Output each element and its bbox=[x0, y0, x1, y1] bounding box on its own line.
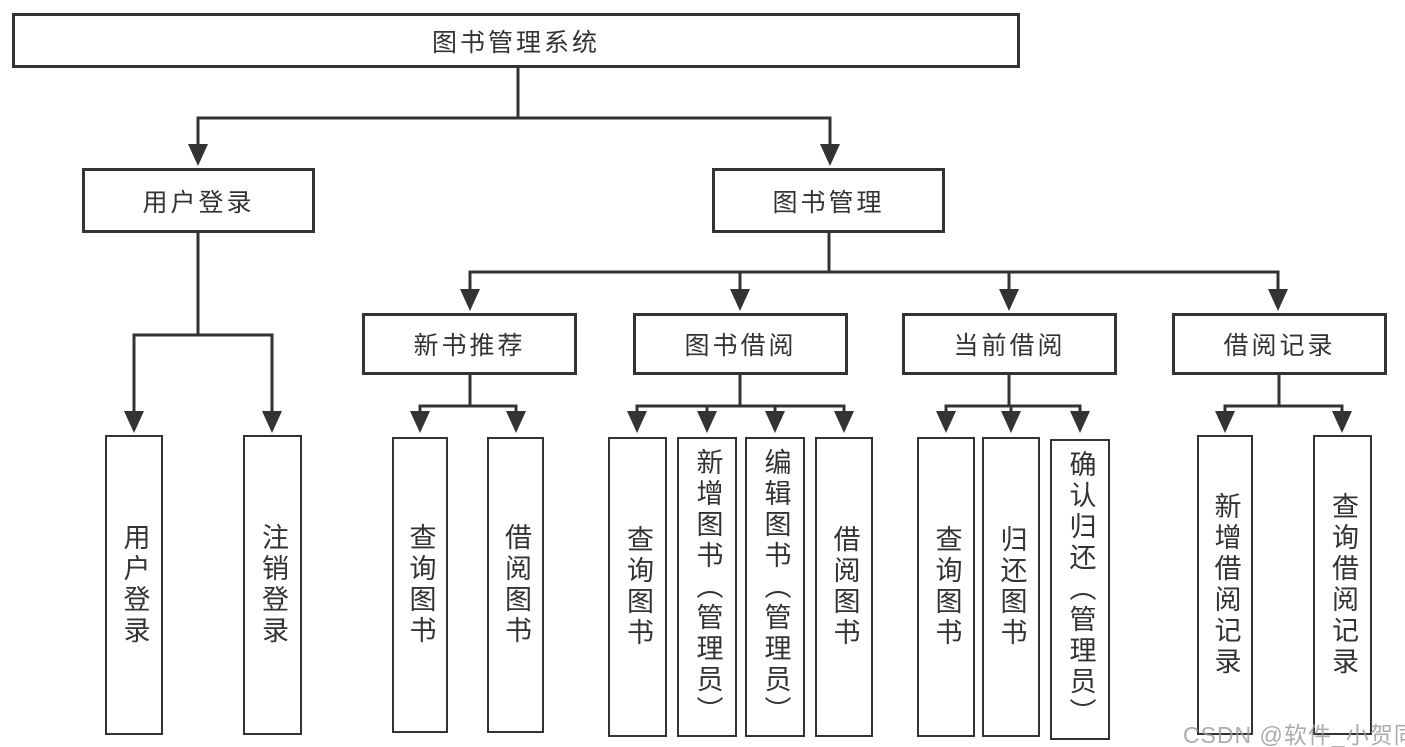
node-label: 查询图书 bbox=[623, 525, 653, 649]
node-label: 归还图书 bbox=[996, 525, 1027, 649]
node-leaf-borrow-books-1: 借阅图书 bbox=[487, 437, 544, 733]
node-leaf-user-login: 用户登录 bbox=[105, 435, 163, 735]
node-label: 借阅图书 bbox=[829, 525, 860, 649]
node-leaf-query-books-2: 查询图书 bbox=[608, 437, 667, 737]
node-label: 用户登录 bbox=[142, 188, 255, 217]
node-label: 新增借阅记录 bbox=[1210, 492, 1241, 678]
node-current-borrow: 当前借阅 bbox=[902, 313, 1117, 375]
node-label: 借阅图书 bbox=[501, 523, 531, 647]
node-leaf-query-borrow-record: 查询借阅记录 bbox=[1313, 435, 1372, 735]
node-label: 用户登录 bbox=[119, 523, 150, 647]
node-leaf-return-books: 归还图书 bbox=[982, 437, 1040, 737]
node-label: 图书管理系统 bbox=[431, 28, 600, 57]
node-label: 新增图书（管理员） bbox=[692, 447, 723, 727]
node-label: 新书推荐 bbox=[413, 332, 526, 360]
node-label: 当前借阅 bbox=[953, 332, 1066, 360]
node-label: 查询图书 bbox=[931, 525, 962, 649]
node-leaf-edit-books-admin: 编辑图书（管理员） bbox=[745, 437, 805, 737]
node-library-management-system: 图书管理系统 bbox=[12, 13, 1020, 68]
node-leaf-logout: 注销登录 bbox=[243, 435, 302, 735]
node-book-management: 图书管理 bbox=[712, 168, 945, 233]
node-label: 确认归还（管理员） bbox=[1065, 450, 1096, 729]
node-label: 图书借阅 bbox=[684, 332, 797, 360]
node-user-login: 用户登录 bbox=[82, 168, 315, 233]
node-leaf-query-books-1: 查询图书 bbox=[392, 437, 448, 733]
node-label: 借阅记录 bbox=[1223, 332, 1336, 360]
node-borrow-records: 借阅记录 bbox=[1172, 313, 1387, 375]
node-leaf-query-books-3: 查询图书 bbox=[917, 437, 975, 737]
node-leaf-add-books-admin: 新增图书（管理员） bbox=[677, 437, 737, 737]
watermark: CSDN @软件_小贺同学 bbox=[1183, 722, 1405, 747]
node-label: 编辑图书（管理员） bbox=[760, 447, 791, 727]
node-leaf-borrow-books-2: 借阅图书 bbox=[815, 437, 873, 737]
arrowhead-icons bbox=[124, 144, 1352, 433]
node-label: 注销登录 bbox=[258, 523, 288, 647]
node-book-borrow: 图书借阅 bbox=[633, 313, 848, 375]
node-label: 图书管理 bbox=[772, 188, 885, 217]
node-leaf-confirm-return-admin: 确认归还（管理员） bbox=[1050, 439, 1110, 740]
node-leaf-add-borrow-record: 新增借阅记录 bbox=[1197, 435, 1253, 735]
node-label: 查询图书 bbox=[405, 523, 436, 647]
node-label: 查询借阅记录 bbox=[1328, 492, 1358, 678]
node-new-book-recommend: 新书推荐 bbox=[362, 313, 577, 375]
